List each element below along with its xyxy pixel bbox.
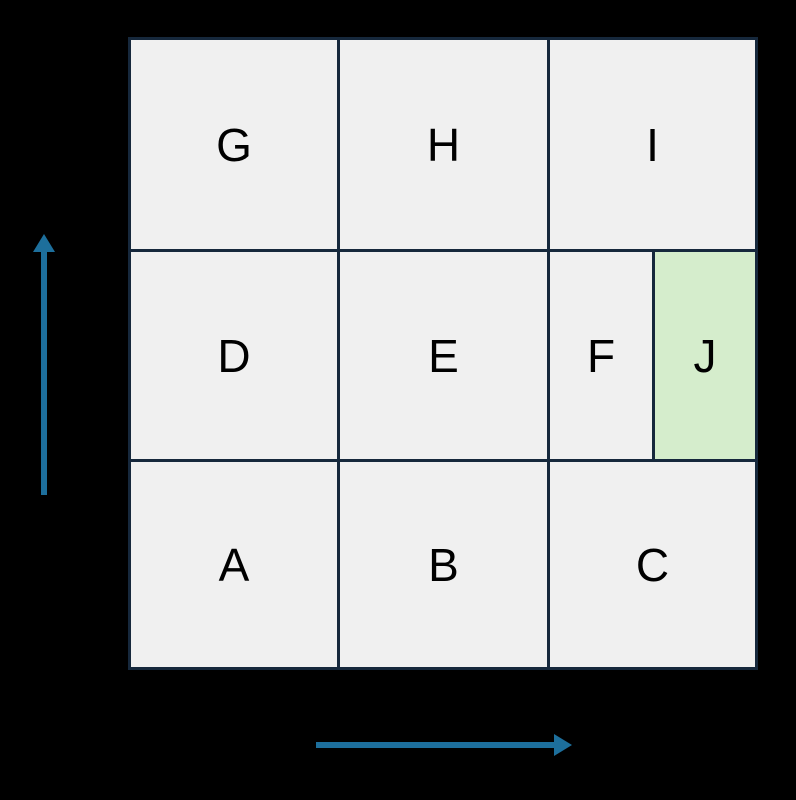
grid-cell-d[interactable]: D [131, 252, 337, 459]
grid-cell-label: D [217, 329, 251, 382]
grid-cell-label: B [428, 538, 459, 591]
grid-cell-label: C [635, 538, 670, 591]
grid-cell-g[interactable]: G [131, 40, 337, 249]
arrow-up-icon-head [33, 234, 55, 252]
grid-cell-label: E [428, 329, 459, 382]
grid-cell-i[interactable]: I [550, 40, 755, 249]
grid-cell-f[interactable]: F [550, 252, 652, 459]
grid-cell-a[interactable]: A [131, 462, 337, 667]
grid-cell-label: A [218, 538, 250, 591]
grid-cell-j-highlighted[interactable]: J [655, 252, 755, 459]
grid-cell-label: I [646, 118, 659, 171]
grid-cell-b[interactable]: B [340, 462, 547, 667]
grid-cell-e[interactable]: E [340, 252, 547, 459]
grid-cell-h[interactable]: H [340, 40, 547, 249]
arrow-right-icon-shaft [316, 742, 559, 748]
grid-cell-label: G [216, 118, 252, 171]
grid-container: G H I D E F J A B C [128, 37, 758, 670]
grid-cell-label: F [586, 329, 616, 382]
grid-cell-label: H [426, 118, 461, 171]
arrow-right-icon-head [554, 734, 572, 756]
grid-cell-label: J [693, 329, 717, 382]
grid-cell-c[interactable]: C [550, 462, 755, 667]
arrow-up-icon-shaft [41, 248, 47, 495]
